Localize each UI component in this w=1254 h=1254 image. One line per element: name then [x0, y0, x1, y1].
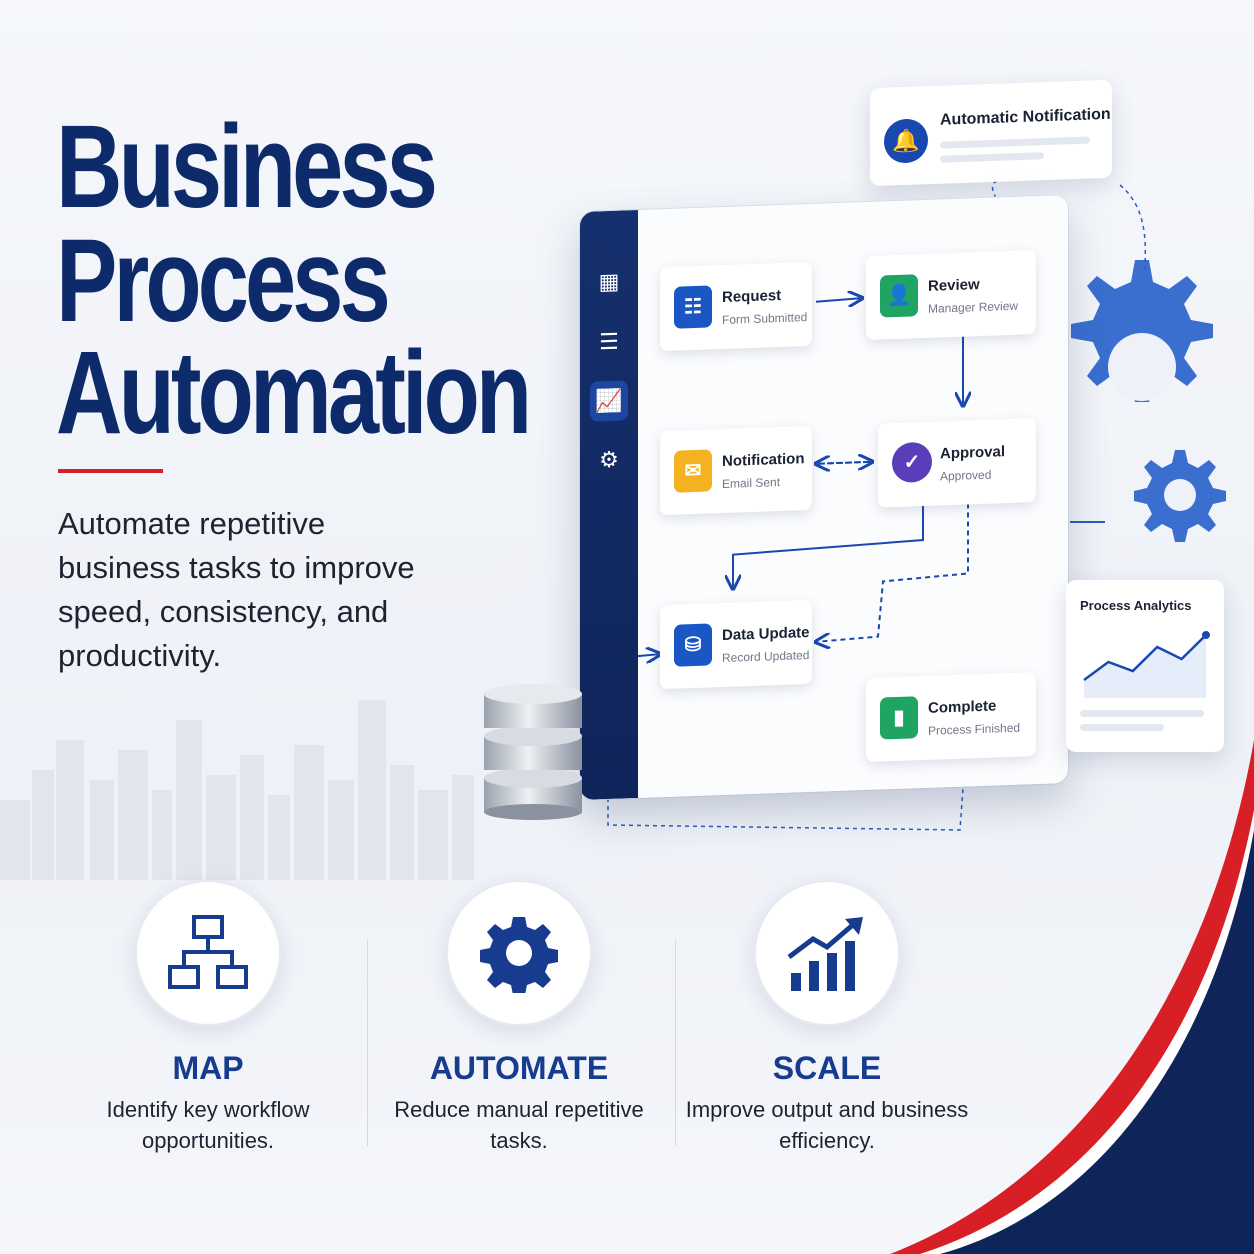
gear-icon — [480, 917, 558, 993]
node-title: Request — [722, 286, 782, 307]
feature-divider — [367, 940, 368, 1146]
node-title: Complete — [928, 697, 997, 717]
node-title: Approval — [940, 443, 1006, 463]
settings-gear-icon[interactable]: ⚙ — [599, 446, 619, 473]
workflow-node-data-update[interactable]: ⛁ Data Update Record Updated — [660, 599, 812, 690]
workflow-dashboard-window: ▦ ☰ 📈 ⚙ ☷ Request Form Submitted 👤 Revie… — [580, 194, 1068, 800]
database-stack-icon — [484, 684, 582, 820]
notification-card-title: Automatic Notification — [940, 105, 1111, 129]
trend-end-point — [1202, 631, 1210, 639]
bar-chart-icon: ▮ — [880, 696, 918, 740]
feature-scale: SCALE Improve output and business effici… — [677, 880, 977, 1160]
feature-title: SCALE — [772, 1050, 882, 1086]
workflow-node-request[interactable]: ☷ Request Form Submitted — [660, 261, 812, 352]
node-title: Notification — [722, 450, 805, 471]
node-subtitle: Record Updated — [722, 647, 810, 666]
analytics-trend-chart — [1083, 631, 1210, 698]
feature-description: Identify key workflow opportunities. — [106, 1097, 310, 1153]
automatic-notification-card[interactable]: 🔔 Automatic Notification — [870, 79, 1112, 187]
feature-title: MAP — [172, 1050, 244, 1086]
hero-subtitle: Automate repetitive business tasks to im… — [58, 506, 415, 673]
user-icon: 👤 — [880, 274, 918, 318]
node-subtitle: Process Finished — [928, 720, 1021, 738]
placeholder-line — [1080, 710, 1204, 717]
database-icon: ⛁ — [674, 623, 712, 667]
decorative-swoosh — [890, 740, 1254, 1254]
placeholder-line — [1080, 724, 1164, 731]
document-icon: ☷ — [674, 285, 712, 329]
analytics-icon[interactable]: 📈 — [595, 387, 623, 414]
node-subtitle: Approved — [940, 467, 992, 484]
growth-chart-icon — [787, 917, 863, 991]
feature-circle — [135, 880, 281, 1026]
node-subtitle: Email Sent — [722, 475, 781, 492]
feature-description: Reduce manual repetitive tasks. — [394, 1097, 644, 1153]
workflow-node-notification[interactable]: ✉ Notification Email Sent — [660, 425, 812, 516]
hero-title-line-3: Automation — [56, 327, 532, 459]
node-title: Review — [928, 276, 980, 295]
workflow-canvas: ☷ Request Form Submitted 👤 Review Manage… — [638, 194, 1068, 798]
hero-title-line-1: Business — [56, 101, 438, 233]
analytics-card-title: Process Analytics — [1080, 598, 1192, 613]
node-title: Data Update — [722, 623, 810, 645]
workflow-node-approval[interactable]: ✓ Approval Approved — [878, 418, 1036, 508]
hierarchy-icon — [168, 915, 248, 989]
trend-area — [1084, 635, 1206, 698]
node-subtitle: Form Submitted — [722, 310, 808, 328]
feature-circle — [754, 880, 900, 1026]
dashboard-sidebar: ▦ ☰ 📈 ⚙ — [580, 209, 638, 800]
feature-circle — [446, 880, 592, 1026]
feature-description: Improve output and business efficiency. — [685, 1097, 969, 1153]
city-skyline-background — [0, 700, 474, 880]
external-connectors — [607, 179, 1147, 831]
placeholder-line — [940, 152, 1044, 163]
feature-title: AUTOMATE — [429, 1050, 609, 1086]
node-subtitle: Manager Review — [928, 298, 1019, 316]
workflow-node-complete[interactable]: ▮ Complete Process Finished — [866, 672, 1036, 763]
bell-icon: 🔔 — [884, 118, 928, 164]
trend-line — [1083, 634, 1207, 682]
process-analytics-card[interactable]: Process Analytics — [1066, 580, 1224, 752]
placeholder-line — [940, 136, 1090, 149]
feature-map: MAP Identify key workflow opportunities. — [58, 880, 358, 1160]
check-icon: ✓ — [892, 441, 932, 484]
feature-divider — [675, 940, 676, 1146]
list-icon[interactable]: ☰ — [599, 328, 619, 355]
grid-icon[interactable]: ▦ — [598, 268, 620, 295]
hero-title-line-2: Process — [56, 215, 391, 347]
workflow-arrows — [638, 195, 1068, 753]
workflow-node-review[interactable]: 👤 Review Manager Review — [866, 250, 1036, 341]
small-gear-icon — [1134, 450, 1226, 542]
feature-automate: AUTOMATE Reduce manual repetitive tasks. — [369, 880, 669, 1160]
gears-illustration — [1071, 260, 1226, 542]
mail-icon: ✉ — [674, 449, 712, 493]
large-gear-icon — [1071, 260, 1213, 402]
title-accent-line — [58, 469, 163, 473]
